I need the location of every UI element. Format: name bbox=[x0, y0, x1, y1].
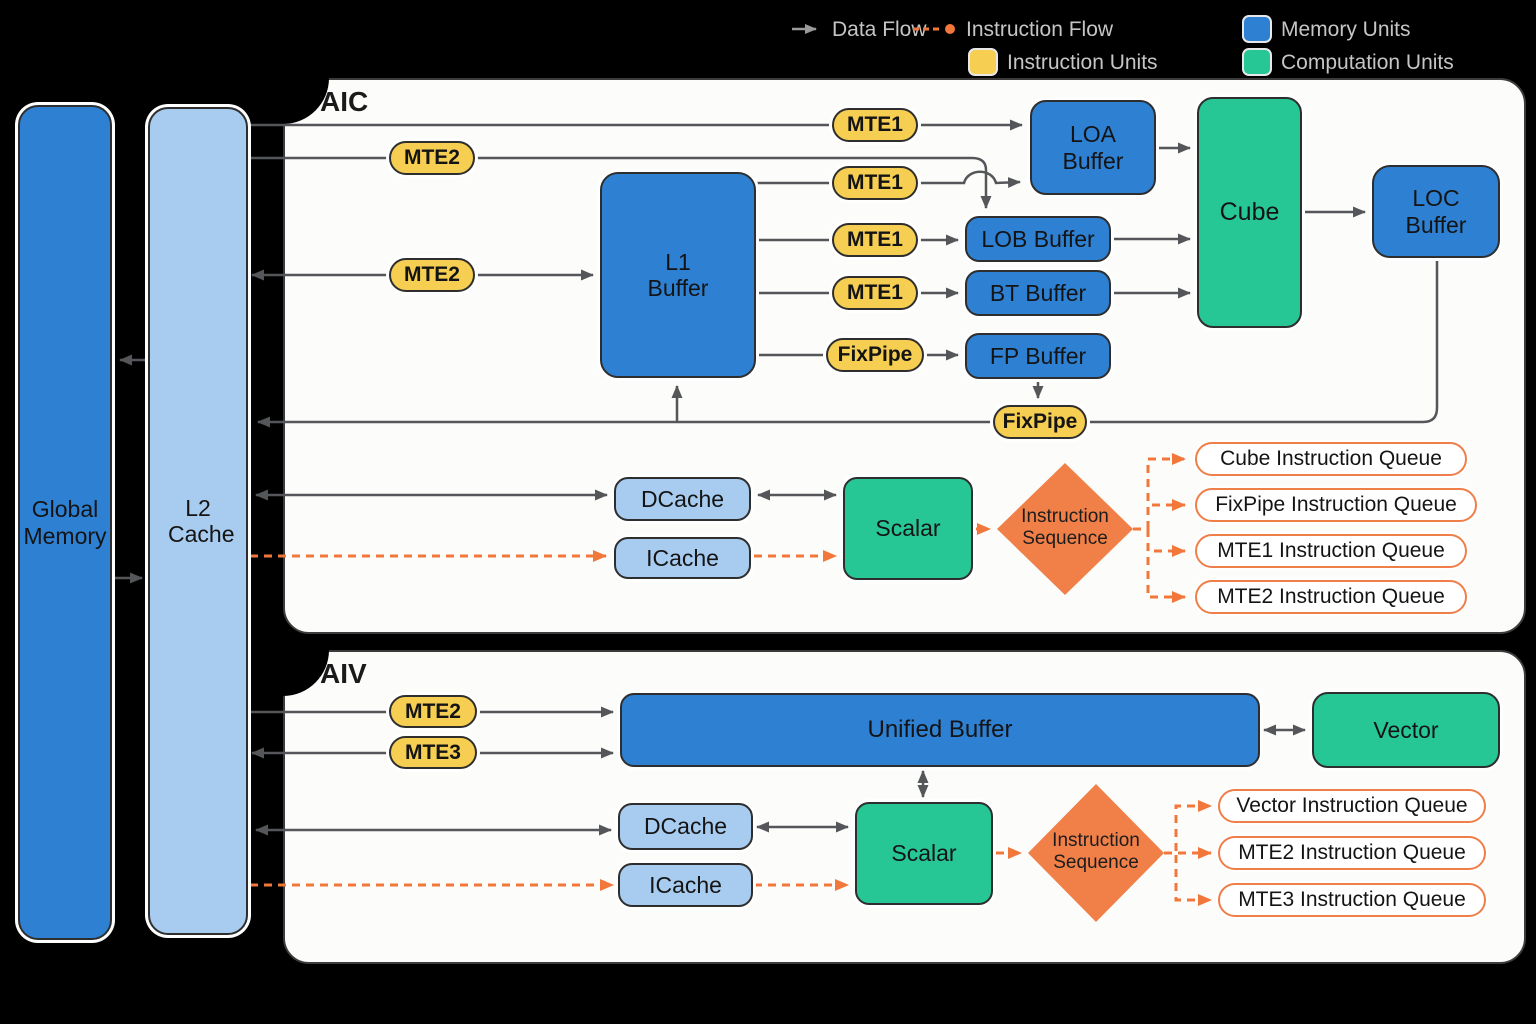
aiv-vector-box: Vector bbox=[1312, 692, 1500, 768]
aic-instruction-sequence-label: Instruction Sequence bbox=[1021, 506, 1109, 549]
global-memory-box: Global Memory bbox=[18, 105, 112, 940]
aiv-instruction-sequence-label: Instruction Sequence bbox=[1052, 830, 1140, 873]
aiv-icache-box: ICache bbox=[618, 863, 753, 907]
aic-loa-buffer-box: LOA Buffer bbox=[1030, 100, 1156, 195]
aic-fp-buffer-box: FP Buffer bbox=[965, 333, 1111, 379]
aic-icache-box: ICache bbox=[614, 537, 751, 579]
aic-cube-label: Cube bbox=[1219, 198, 1280, 227]
aic-lob-buffer-box: LOB Buffer bbox=[965, 216, 1111, 262]
pill-label: MTE1 bbox=[846, 228, 903, 251]
aic-fp-buffer-label: FP Buffer bbox=[989, 342, 1087, 369]
memory-units-swatch bbox=[1242, 15, 1272, 43]
aic-l1-buffer-box: L1 Buffer bbox=[600, 172, 756, 378]
aic-title: AIC bbox=[320, 86, 369, 117]
instruction-units-swatch bbox=[968, 48, 998, 76]
aiv-mte3-instruction-queue: MTE3 Instruction Queue bbox=[1218, 883, 1486, 917]
aiv-vector-label: Vector bbox=[1373, 716, 1439, 743]
aic-mte1-pill-1: MTE1 bbox=[832, 108, 918, 142]
pill-label: FixPipe bbox=[837, 343, 913, 366]
aic-mte1-pill-2: MTE1 bbox=[832, 166, 918, 200]
aiv-scalar-box: Scalar bbox=[855, 802, 993, 905]
aic-loa-buffer-label: LOA Buffer bbox=[1062, 121, 1124, 174]
l2-cache-box: L2 Cache bbox=[148, 107, 248, 935]
queue-label: Vector Instruction Queue bbox=[1236, 794, 1468, 817]
pill-label: MTE1 bbox=[846, 171, 903, 194]
aic-mte1-pill-4: MTE1 bbox=[832, 276, 918, 310]
legend-instruction-units-label: Instruction Units bbox=[1007, 51, 1158, 74]
pill-label: FixPipe bbox=[1002, 410, 1078, 433]
queue-label: MTE3 Instruction Queue bbox=[1238, 888, 1466, 911]
pill-label: MTE2 bbox=[403, 263, 460, 286]
legend-data-flow-label: Data Flow bbox=[832, 18, 927, 41]
aic-mte2-pill-2: MTE2 bbox=[389, 258, 475, 292]
aic-fixpipe-pill-1: FixPipe bbox=[826, 338, 924, 372]
aiv-dcache-label: DCache bbox=[643, 813, 728, 840]
aiv-unified-buffer-label: Unified Buffer bbox=[867, 716, 1013, 744]
pill-label: MTE2 bbox=[403, 146, 460, 169]
queue-label: MTE1 Instruction Queue bbox=[1217, 539, 1445, 562]
aic-cube-box: Cube bbox=[1197, 97, 1302, 328]
legend-memory-units-label: Memory Units bbox=[1281, 18, 1411, 41]
pill-label: MTE1 bbox=[846, 281, 903, 304]
aiv-mte2-instruction-queue: MTE2 Instruction Queue bbox=[1218, 836, 1486, 870]
queue-label: Cube Instruction Queue bbox=[1220, 447, 1442, 470]
queue-label: FixPipe Instruction Queue bbox=[1215, 493, 1457, 516]
aic-mte2-pill-1: MTE2 bbox=[389, 141, 475, 175]
aic-loc-buffer-box: LOC Buffer bbox=[1372, 165, 1500, 258]
computation-units-swatch bbox=[1242, 48, 1272, 76]
legend-instruction-flow-label: Instruction Flow bbox=[966, 18, 1114, 41]
aic-icache-label: ICache bbox=[646, 544, 719, 571]
aiv-mte3-pill: MTE3 bbox=[389, 736, 477, 769]
aiv-vector-instruction-queue: Vector Instruction Queue bbox=[1218, 789, 1486, 823]
aiv-unified-buffer-box: Unified Buffer bbox=[620, 693, 1260, 767]
aic-dcache-label: DCache bbox=[640, 485, 725, 512]
pill-label: MTE1 bbox=[846, 113, 903, 136]
aic-mte1-pill-3: MTE1 bbox=[832, 223, 918, 257]
aic-fixpipe-pill-2: FixPipe bbox=[993, 405, 1087, 439]
aiv-icache-label: ICache bbox=[649, 871, 722, 898]
aiv-scalar-label: Scalar bbox=[891, 840, 957, 867]
aic-mte2-instruction-queue: MTE2 Instruction Queue bbox=[1195, 580, 1467, 614]
pill-label: MTE2 bbox=[404, 699, 461, 723]
aic-l1-buffer-label: L1 Buffer bbox=[647, 248, 709, 301]
aic-bt-buffer-label: BT Buffer bbox=[989, 279, 1087, 306]
aic-mte1-instruction-queue: MTE1 Instruction Queue bbox=[1195, 534, 1467, 568]
l2-cache-label: L2 Cache bbox=[168, 494, 235, 547]
aic-scalar-label: Scalar bbox=[875, 515, 941, 542]
aic-dcache-box: DCache bbox=[614, 477, 751, 521]
aiv-dcache-box: DCache bbox=[618, 803, 753, 850]
aic-bt-buffer-box: BT Buffer bbox=[965, 270, 1111, 316]
aiv-mte2-pill: MTE2 bbox=[389, 695, 477, 728]
aic-lob-buffer-label: LOB Buffer bbox=[981, 225, 1095, 252]
legend-computation-units-label: Computation Units bbox=[1281, 51, 1454, 74]
aic-loc-buffer-label: LOC Buffer bbox=[1405, 185, 1467, 238]
aic-fixpipe-instruction-queue: FixPipe Instruction Queue bbox=[1195, 488, 1477, 522]
queue-label: MTE2 Instruction Queue bbox=[1217, 585, 1445, 608]
aiv-title: AIV bbox=[320, 658, 367, 689]
aic-cube-instruction-queue: Cube Instruction Queue bbox=[1195, 442, 1467, 476]
aic-scalar-box: Scalar bbox=[843, 477, 973, 580]
global-memory-label: Global Memory bbox=[23, 496, 107, 549]
queue-label: MTE2 Instruction Queue bbox=[1238, 841, 1466, 864]
pill-label: MTE3 bbox=[404, 740, 461, 764]
